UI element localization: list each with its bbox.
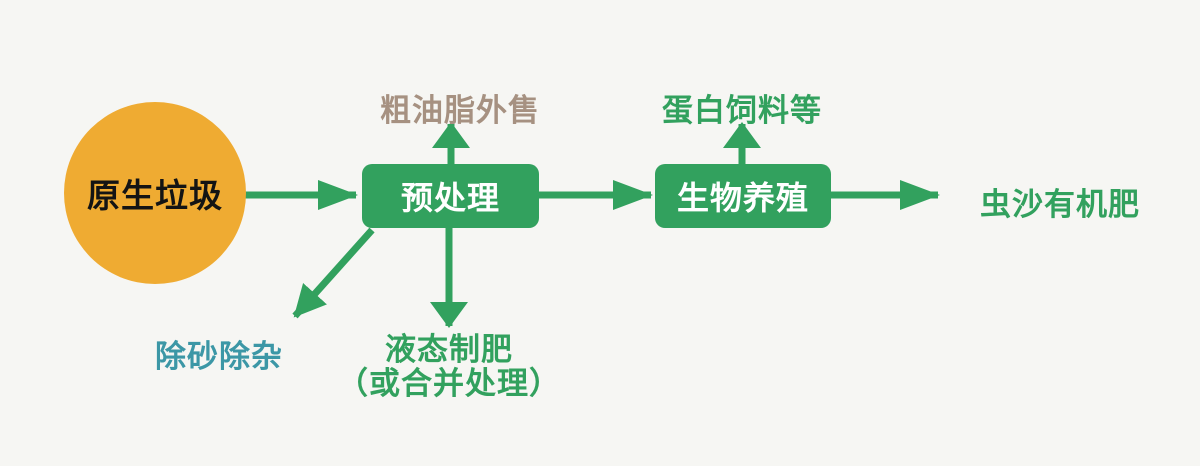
label-liquid-fertilizer-line2: （或合并处理） [337,366,561,401]
node-raw-waste: 原生垃圾 [64,102,246,284]
label-insect-sand-organic-fertilizer: 虫沙有机肥 [980,187,1140,222]
node-pretreatment: 预处理 [362,164,539,228]
node-bio-breeding: 生物养殖 [655,164,831,228]
label-protein-feed: 蛋白饲料等 [662,93,822,128]
label-liquid-fertilizer-line1: 液态制肥 [385,332,513,367]
node-bio-breeding-label: 生物养殖 [676,180,809,216]
label-desanding: 除砂除杂 [155,339,283,374]
node-raw-waste-label: 原生垃圾 [87,177,223,214]
label-crude-oil-sale: 粗油脂外售 [380,93,540,128]
node-pretreatment-label: 预处理 [400,180,500,216]
label-liquid-fertilizer: 液态制肥 （或合并处理） [329,333,569,401]
arrow-pretreatment-to-desanding [292,227,375,319]
